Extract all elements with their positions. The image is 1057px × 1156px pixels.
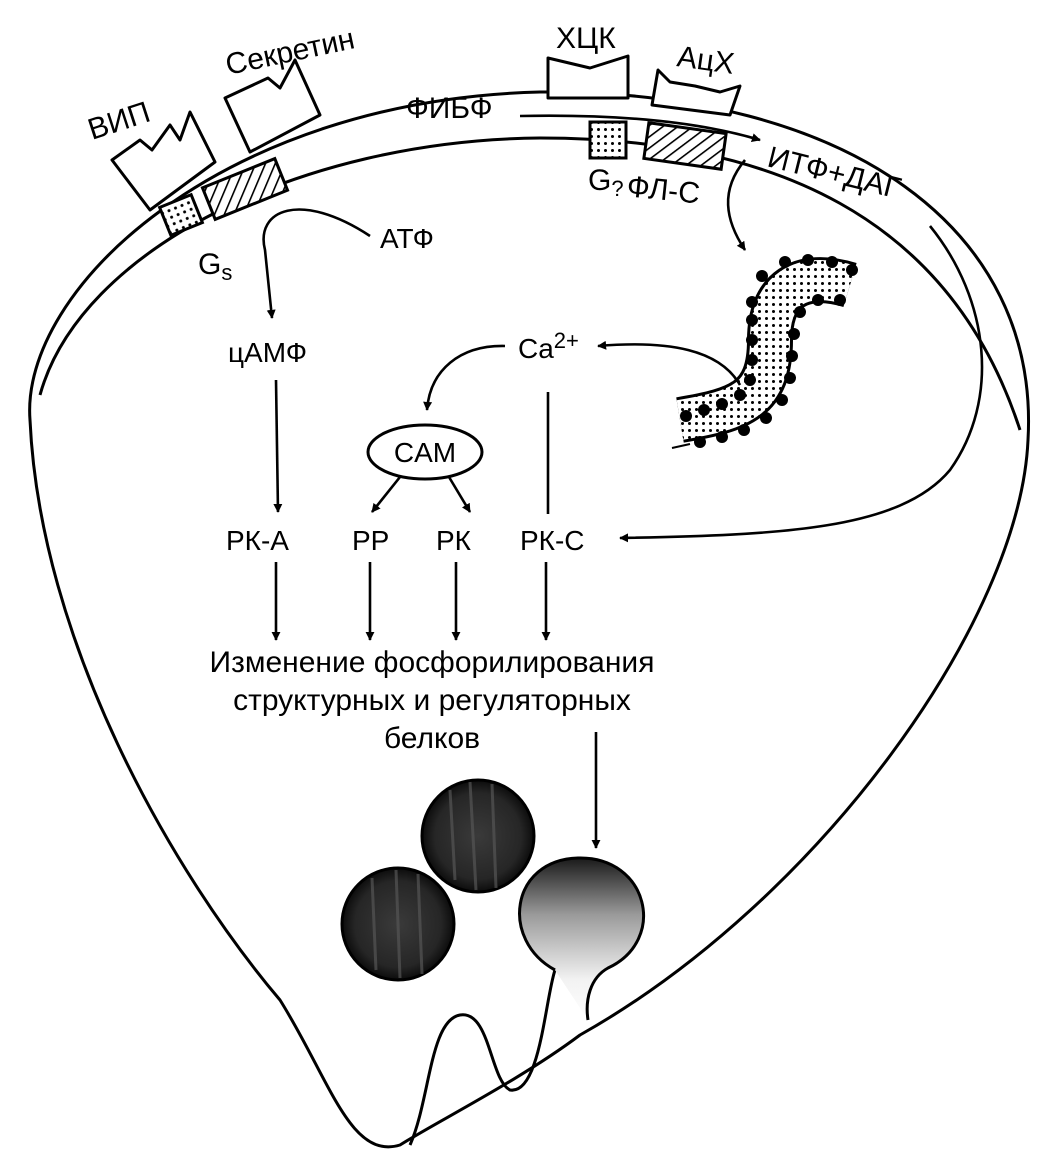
arrow-atf-to-camp xyxy=(262,208,371,319)
secretory-canal xyxy=(408,969,557,1146)
ach-receptor xyxy=(650,68,742,117)
label-pp: РР xyxy=(352,525,389,556)
plc-box xyxy=(642,121,728,171)
arrow-cam-to-pp xyxy=(370,471,406,513)
arrow-er-to-ca xyxy=(597,340,742,386)
label-result-line1: Изменение фосфорилирования xyxy=(210,646,655,679)
label-atf: АТФ xyxy=(380,223,434,254)
label-result-line2: структурных и регуляторных xyxy=(233,684,631,717)
label-result-line3: белков xyxy=(384,722,480,755)
signal-arrows xyxy=(262,114,984,849)
label-camp: цАМФ xyxy=(228,337,307,368)
label-pk-c: РК-С xyxy=(520,525,585,556)
label-ca-base: Ca xyxy=(518,333,554,364)
label-ca-sup: 2+ xyxy=(554,328,579,353)
cam-ellipse xyxy=(366,423,484,481)
label-vip: ВИП xyxy=(84,96,154,147)
gs-protein-box xyxy=(157,192,205,238)
gq-protein-box xyxy=(588,120,628,160)
label-ach: АцХ xyxy=(675,40,736,81)
er-outline-top xyxy=(671,443,691,449)
label-pk: РК xyxy=(436,525,472,556)
label-itf-dag: ИТФ+ДАГ xyxy=(764,141,904,206)
adenylate-cyclase-box xyxy=(200,156,290,222)
arrow-cam-to-pk xyxy=(444,471,472,513)
arrow-ca-to-cam xyxy=(423,344,506,411)
label-gq-base: G xyxy=(588,164,611,197)
label-fibf: ФИБФ xyxy=(406,92,493,125)
label-pk-a: РК-А xyxy=(226,525,289,556)
label-gs: Gs xyxy=(198,248,232,285)
hck-receptor xyxy=(546,54,630,100)
er-lumen xyxy=(676,260,856,440)
label-cam: CAM xyxy=(394,437,456,468)
label-gs-base: G xyxy=(198,248,221,281)
arrow-fibf-to-itf xyxy=(519,114,761,142)
secretin-receptor xyxy=(223,58,322,154)
label-ca: Ca2+ xyxy=(518,328,579,364)
label-hck: ХЦК xyxy=(556,22,616,55)
label-gs-sub: s xyxy=(221,260,232,285)
granule-texture xyxy=(370,781,498,979)
arrow-camp-to-pka xyxy=(273,379,283,513)
label-gq: G? xyxy=(588,164,624,201)
label-gq-sub: ? xyxy=(611,176,623,201)
ribosomes xyxy=(680,254,858,448)
arrow-dag-to-pkc xyxy=(619,225,984,543)
arrow-itf-to-er xyxy=(726,159,747,251)
vip-receptor xyxy=(110,110,217,212)
cell-inner-membrane xyxy=(38,136,1022,431)
label-fl-c: ФЛ-С xyxy=(625,170,701,210)
secretory-granule-dark-top xyxy=(420,778,536,894)
secretory-granule-fusing xyxy=(518,856,646,1021)
cell-outer-membrane xyxy=(28,90,1031,1149)
